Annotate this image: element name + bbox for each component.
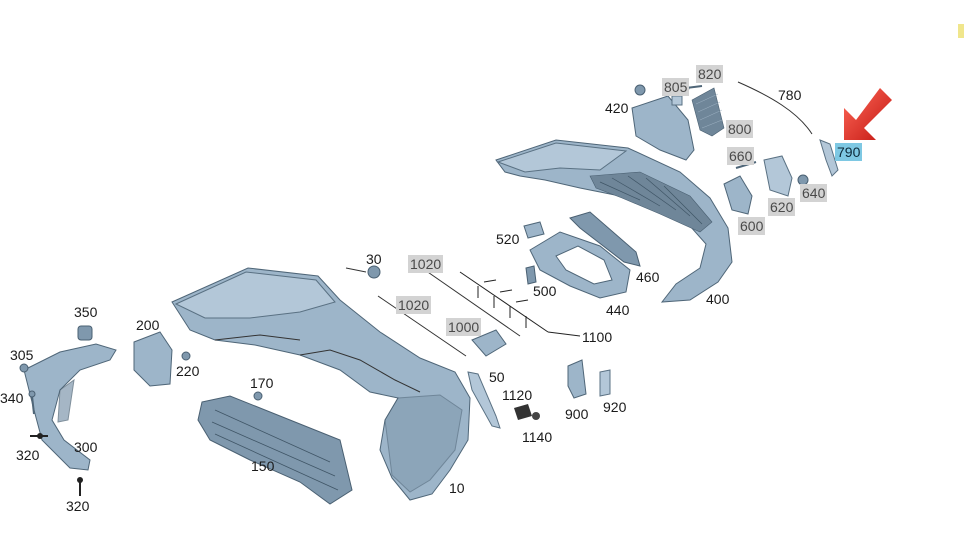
label-10: 10 — [449, 480, 465, 496]
label-30: 30 — [366, 251, 382, 267]
label-520: 520 — [496, 231, 520, 247]
label-50: 50 — [489, 369, 505, 385]
label-780: 780 — [778, 87, 802, 103]
part-320-rivet-upper — [30, 433, 48, 439]
part-800-grille-mesh — [691, 87, 725, 137]
label-920: 920 — [603, 399, 627, 415]
label-400: 400 — [706, 291, 730, 307]
label-220: 220 — [176, 363, 200, 379]
part-200-guide-bracket — [133, 331, 173, 387]
label-620: 620 — [768, 198, 796, 216]
label-1020-lower: 1020 — [396, 296, 432, 314]
label-440: 440 — [606, 302, 630, 318]
part-1120-connector — [514, 404, 532, 420]
label-150: 150 — [251, 458, 275, 474]
red-pointer-arrow-icon — [844, 88, 892, 140]
label-820: 820 — [696, 65, 724, 83]
part-440-carrier-bracket — [529, 231, 631, 299]
label-805: 805 — [662, 78, 690, 96]
part-500-clip — [525, 265, 537, 285]
label-340: 340 — [0, 390, 24, 406]
part-170-clip — [253, 391, 263, 401]
part-320-rivet-lower — [77, 477, 83, 496]
part-305-clip — [19, 363, 29, 373]
label-900: 900 — [565, 406, 589, 422]
label-320-upper: 320 — [16, 447, 40, 463]
part-340-screw — [28, 390, 36, 415]
part-420-side-bracket — [631, 84, 695, 161]
part-780-trim-strip — [737, 81, 813, 135]
part-400-bumper-upper-section — [495, 139, 733, 303]
label-200: 200 — [136, 317, 160, 333]
part-1020-cable-upper — [421, 267, 521, 337]
part-10-bumper-cover-front-view — [171, 267, 471, 501]
part-805-nut — [671, 95, 683, 106]
label-800: 800 — [726, 120, 754, 138]
label-640: 640 — [800, 184, 828, 202]
part-620-reflector — [763, 155, 793, 197]
label-350: 350 — [74, 304, 98, 320]
part-790-end-piece — [819, 139, 839, 177]
label-170: 170 — [250, 375, 274, 391]
label-320-lower: 320 — [66, 498, 90, 514]
part-600-reflector-housing — [723, 175, 753, 215]
part-300-side-bracket — [23, 343, 117, 471]
part-1100-wiring-harness — [459, 271, 549, 333]
label-500: 500 — [533, 283, 557, 299]
part-1000-sensor-module — [471, 329, 507, 357]
part-220-nut — [181, 351, 191, 361]
label-1100: 1100 — [582, 329, 613, 345]
label-600: 600 — [738, 217, 766, 235]
part-900-bracket — [567, 359, 587, 399]
label-305: 305 — [10, 347, 34, 363]
label-660: 660 — [727, 147, 755, 165]
part-1140-grommet — [532, 412, 540, 420]
part-30-sensor-holder — [345, 265, 381, 279]
label-790: 790 — [835, 143, 863, 161]
part-150-energy-absorber — [197, 395, 353, 505]
label-1000: 1000 — [446, 318, 482, 336]
corner-mark — [958, 24, 964, 38]
label-1020-upper: 1020 — [408, 255, 444, 273]
part-350-rubber-buffer — [77, 325, 93, 341]
part-460-mounting-rail — [569, 211, 641, 267]
part-1020-cable-lower — [377, 295, 467, 357]
label-1120: 1120 — [502, 387, 533, 403]
label-420: 420 — [605, 100, 629, 116]
label-1140: 1140 — [522, 429, 553, 445]
part-920-cover — [599, 369, 611, 397]
part-50-trim-strip — [467, 371, 501, 429]
label-460: 460 — [636, 269, 660, 285]
part-520-small-bracket — [523, 221, 545, 239]
label-300: 300 — [74, 439, 98, 455]
